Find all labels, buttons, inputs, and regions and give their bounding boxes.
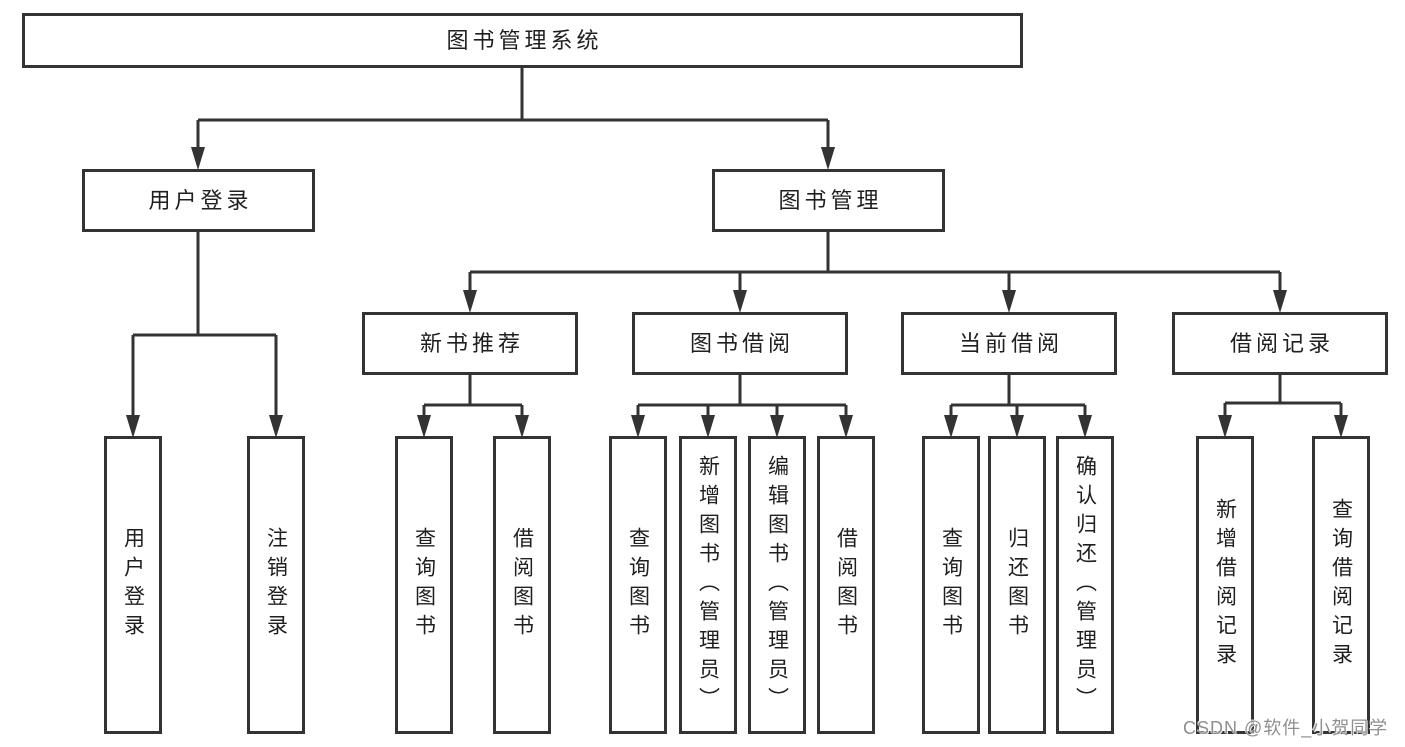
arrowhead (1010, 415, 1024, 438)
arrowhead (126, 415, 140, 438)
arrowhead (944, 415, 958, 438)
arrowhead (463, 290, 477, 313)
leaf-node: 注销登录 (247, 436, 305, 734)
connector-root-to-level2 (196, 68, 830, 152)
node-current-borrow: 当前借阅 (901, 312, 1117, 375)
node-label: 新增借阅记录 (1213, 498, 1237, 672)
node-root: 图书管理系统 (22, 13, 1023, 68)
node-label: 借阅记录 (1229, 330, 1334, 356)
arrowhead (515, 415, 529, 438)
connector-new-book-to-leaves (422, 375, 524, 420)
node-label: 用户登录 (121, 527, 145, 643)
leaf-node: 查询图书 (395, 436, 453, 734)
connector-book-borrow-to-leaves (636, 375, 848, 420)
arrowhead (417, 415, 431, 438)
node-label: 借阅图书 (834, 527, 858, 643)
arrowhead (821, 147, 835, 170)
node-borrow-records: 借阅记录 (1172, 312, 1388, 375)
node-label: 确认归还（管理员） (1073, 454, 1097, 716)
arrowhead (269, 415, 283, 438)
arrowhead (1218, 415, 1232, 438)
connector-user-login-to-leaves (131, 232, 278, 420)
leaf-node: 新增借阅记录 (1196, 436, 1254, 734)
connector-records-to-leaves (1223, 375, 1343, 420)
node-label: 用户登录 (148, 187, 253, 213)
node-label: 图书借阅 (689, 330, 794, 356)
node-label: 注销登录 (264, 527, 288, 643)
leaf-node: 查询图书 (609, 436, 667, 734)
node-label: 借阅图书 (510, 527, 534, 643)
node-label: 归还图书 (1005, 527, 1029, 643)
node-label: 查询图书 (412, 527, 436, 643)
leaf-node: 确认归还（管理员） (1056, 436, 1114, 734)
node-new-book-recommend: 新书推荐 (362, 312, 578, 375)
node-label: 查询借阅记录 (1329, 498, 1353, 672)
arrowhead (839, 415, 853, 438)
node-label: 当前借阅 (958, 330, 1063, 356)
arrowhead (1334, 415, 1348, 438)
node-label: 图书管理 (778, 187, 883, 213)
node-book-management: 图书管理 (712, 169, 945, 232)
node-label: 查询图书 (939, 527, 963, 643)
leaf-node: 查询借阅记录 (1312, 436, 1370, 734)
node-label: 查询图书 (626, 527, 650, 643)
node-label: 新书推荐 (419, 330, 524, 356)
node-label: 编辑图书（管理员） (765, 454, 789, 716)
node-label: 图书管理系统 (446, 27, 603, 53)
arrowhead (733, 290, 747, 313)
node-label: 新增图书（管理员） (696, 454, 720, 716)
connector-book-mgmt-to-level3 (468, 232, 1282, 294)
connector-current-borrow-to-leaves (949, 375, 1087, 420)
arrowhead (631, 415, 645, 438)
leaf-node: 用户登录 (104, 436, 162, 734)
leaf-node: 归还图书 (988, 436, 1046, 734)
leaf-node: 借阅图书 (817, 436, 875, 734)
arrowhead (191, 147, 205, 170)
arrowhead (1273, 290, 1287, 313)
leaf-node: 编辑图书（管理员） (748, 436, 806, 734)
node-book-borrow: 图书借阅 (632, 312, 848, 375)
leaf-node: 新增图书（管理员） (679, 436, 737, 734)
arrowhead (701, 415, 715, 438)
leaf-node: 查询图书 (922, 436, 980, 734)
arrowhead (1078, 415, 1092, 438)
node-user-login: 用户登录 (82, 169, 315, 232)
watermark-text: CSDN @软件_小贺同学 (1183, 718, 1389, 738)
arrowhead (770, 415, 784, 438)
leaf-node: 借阅图书 (493, 436, 551, 734)
arrowhead (1002, 290, 1016, 313)
